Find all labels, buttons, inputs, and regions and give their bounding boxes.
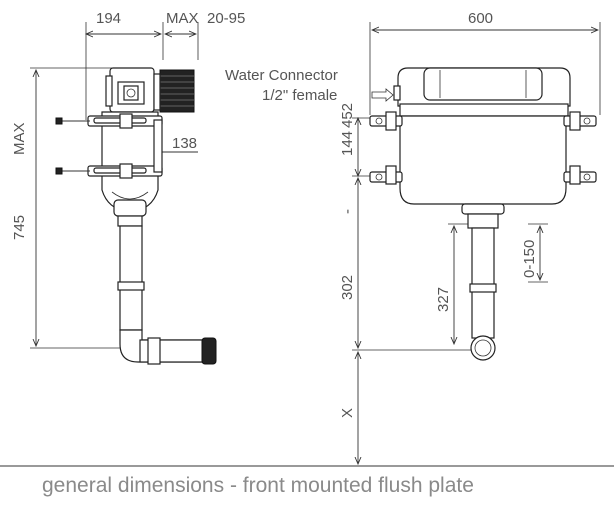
dim-194-label: 194 [96,10,121,27]
caption: general dimensions - front mounted flush… [42,474,474,497]
dim-745-label: 745 [11,215,28,240]
dim-0-150-label: 0-150 [521,240,538,278]
dim-452-label: 452 [339,103,356,128]
dim-max-side-label: MAX [11,122,28,155]
dim-x-label: X [339,408,356,418]
dim-144-label: 144 [339,131,356,156]
dim-600-label: 600 [468,10,493,27]
dim-302-label: 302 [339,275,356,300]
water-connector-label: Water Connector [225,67,338,84]
water-connector-arrow [371,88,394,102]
dim-dash-label: - [339,209,356,214]
water-connector-size-label: 1/2" female [262,87,337,104]
dim-max-top-label: MAX [166,10,199,27]
dim-138-label: 138 [172,135,197,152]
front-view [352,22,601,464]
side-view [30,22,217,365]
dim-327-label: 327 [435,287,452,312]
dim-adjust-label: 20-95 [207,10,245,27]
